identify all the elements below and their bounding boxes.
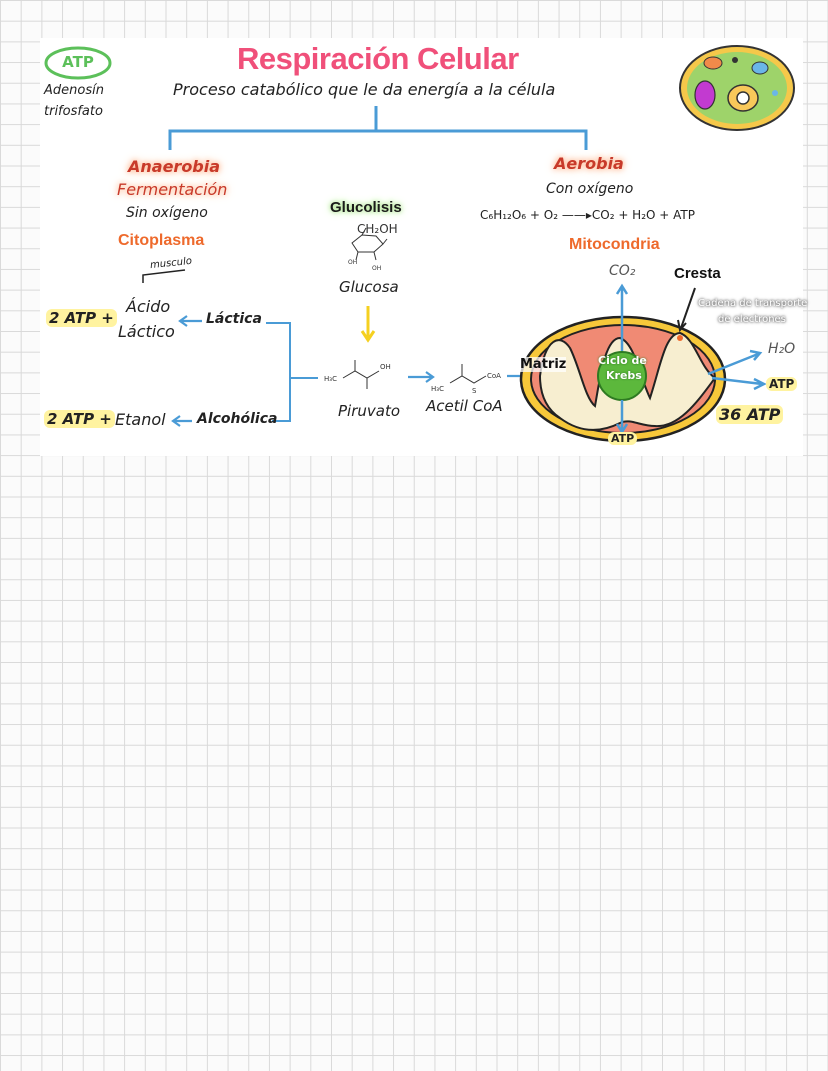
glucose-molecule	[351, 227, 388, 261]
page-subtitle: Proceso catabólico que le da energía a l…	[173, 80, 556, 99]
alcohol-product: Etanol	[115, 410, 166, 429]
crest-pointer	[677, 287, 696, 333]
krebs-label-1: Ciclo de	[598, 354, 647, 367]
diagram-graphics: CH₂OH OH OH H₃C OH H₃C S CoA	[44, 45, 795, 443]
fermentation-label: Fermentación	[117, 180, 228, 199]
crest-label: Cresta	[674, 265, 721, 282]
lactic-product-line-2: Láctico	[118, 322, 175, 341]
atp-right-label: ATP	[766, 377, 798, 391]
aerobic-title: Aerobia	[554, 154, 624, 173]
branch-connector	[168, 106, 588, 150]
atp-meaning-line-1: Adenosín	[44, 83, 104, 98]
acetyl-arrow	[408, 371, 435, 383]
alcohol-arrow	[171, 415, 192, 427]
atp-bottom-label: ATP	[608, 432, 638, 445]
svg-text:OH: OH	[380, 363, 391, 371]
anaerobic-condition: Sin oxígeno	[126, 205, 208, 221]
svg-text:CH₂OH: CH₂OH	[357, 222, 398, 236]
respiration-equation: C₆H₁₂O₆ + O₂ ——▸CO₂ + H₂O + ATP	[480, 208, 695, 222]
co2-arrow	[615, 283, 629, 351]
lactic-arrow	[178, 315, 202, 327]
pyruvate-label: Piruvato	[338, 402, 401, 420]
anaerobic-title: Anaerobia	[128, 157, 221, 176]
glucose-label: Glucosa	[339, 278, 399, 296]
lactic-product-line-1: Ácido	[126, 297, 171, 316]
diagram-card: CH₂OH OH OH H₃C OH H₃C S CoA	[40, 38, 807, 456]
svg-text:CoA: CoA	[487, 372, 501, 380]
krebs-label-2: Krebs	[606, 369, 642, 382]
fermentation-connector	[266, 322, 318, 422]
svg-text:OH: OH	[348, 259, 357, 266]
alcohol-label: Alcohólica	[197, 411, 278, 427]
cytoplasm-label: Citoplasma	[118, 232, 205, 249]
svg-text:OH: OH	[372, 265, 381, 272]
atp-badge-label: ATP	[62, 53, 94, 71]
aerobic-condition: Con oxígeno	[546, 181, 634, 197]
h2o-label: H₂O	[768, 341, 796, 357]
co2-label: CO₂	[609, 263, 636, 279]
lactic-label: Láctica	[206, 311, 262, 327]
total-atp: 36 ATP	[716, 405, 784, 424]
pyruvate-molecule	[342, 360, 380, 389]
lactic-atp: 2 ATP +	[46, 309, 117, 327]
acetyl-molecule	[449, 364, 487, 384]
glycolysis-title: Glucolisis	[330, 199, 402, 216]
svg-text:S: S	[472, 387, 477, 395]
mitochondria-label: Mitocondria	[569, 236, 660, 253]
atp-right-arrow	[711, 376, 767, 391]
page-title: Respiración Celular	[237, 41, 519, 76]
matrix-label: Matriz	[520, 357, 567, 372]
atp-badge-ring	[44, 46, 112, 80]
note-bracket	[142, 269, 186, 283]
glycolysis-arrow	[360, 306, 376, 343]
acetyl-label: Acetil CoA	[426, 397, 503, 415]
electron-chain-label-1: Cadena de transporte	[698, 298, 808, 309]
alcohol-atp: 2 ATP +	[44, 410, 115, 428]
cell-illustration	[679, 45, 795, 131]
electron-chain-label-2: de electrones	[718, 314, 786, 325]
atp-meaning-line-2: trifosfato	[44, 104, 103, 119]
svg-text:H₃C: H₃C	[324, 375, 337, 383]
h2o-arrow	[707, 349, 763, 376]
svg-text:H₃C: H₃C	[431, 385, 444, 393]
